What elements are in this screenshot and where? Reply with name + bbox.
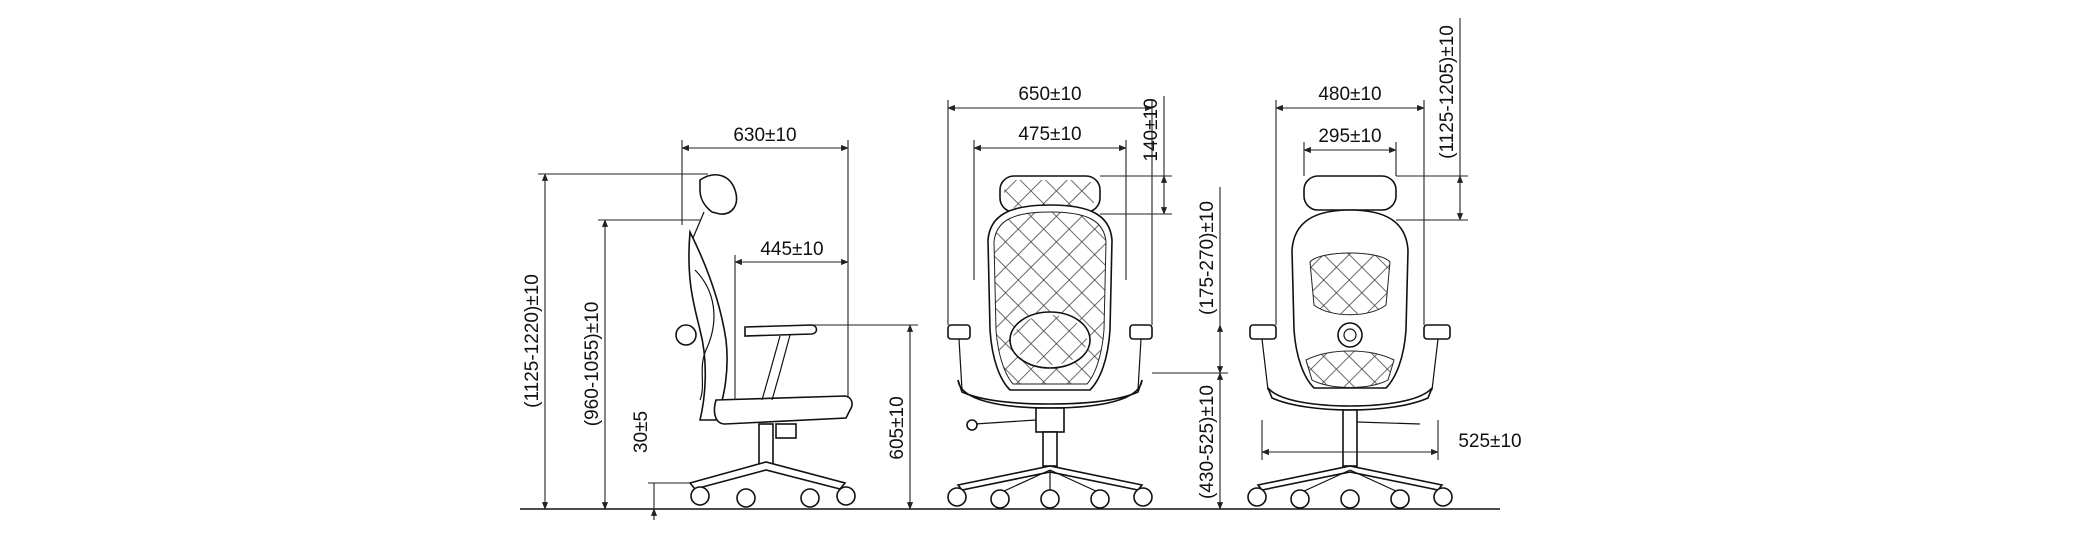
rear-armrest-right xyxy=(1423,324,1451,340)
front-armpost-right xyxy=(1137,338,1142,391)
rear-gas-lift xyxy=(1342,409,1358,467)
front-lumbar-mesh xyxy=(1013,315,1087,365)
label-overall-depth: 630±10 xyxy=(733,125,796,146)
side-tilt-knob xyxy=(775,423,797,439)
label-back-height: (960-1055)±10 xyxy=(582,302,603,427)
front-lever-knob xyxy=(966,419,978,431)
label-base-clearance: 30±5 xyxy=(631,411,652,453)
side-gas-lift xyxy=(758,423,774,465)
front-armrest-right xyxy=(1129,324,1153,340)
rear-center-knob-inner xyxy=(1343,328,1357,342)
front-lever xyxy=(974,419,1037,425)
front-armrest-left xyxy=(947,324,971,340)
label-headrest-height: 140±10 xyxy=(1141,98,1162,161)
rear-base xyxy=(1256,465,1444,491)
rear-upper-mesh xyxy=(1309,252,1391,316)
rear-base-leg-right xyxy=(1349,469,1399,493)
rear-lever xyxy=(1356,421,1421,425)
rear-view: 480±10 295±10 (1125-1205)±10 525±10 xyxy=(1247,18,1522,509)
label-rear-total-height: (1125-1205)±10 xyxy=(1437,25,1458,159)
side-lumbar-frame xyxy=(694,269,715,401)
side-backrest xyxy=(688,229,728,421)
rear-armpost-right xyxy=(1431,338,1439,391)
label-seat-height: (430-525)±10 xyxy=(1197,385,1218,499)
side-base xyxy=(688,461,847,490)
label-base-diameter: 525±10 xyxy=(1458,431,1521,452)
side-armrest-post xyxy=(761,334,791,401)
label-headrest-width: 295±10 xyxy=(1318,126,1381,147)
front-base-leg-left xyxy=(1001,469,1051,493)
side-view: 630±10 445±10 (1125-1220)±10 (960-1055)±… xyxy=(522,125,918,520)
rear-casters xyxy=(1247,487,1453,509)
label-armrest-height: 605±10 xyxy=(887,396,908,459)
rear-base-leg-left xyxy=(1301,469,1351,493)
side-headrest xyxy=(699,174,738,215)
front-mechanism xyxy=(1035,407,1065,433)
front-headrest-mesh xyxy=(1004,180,1096,208)
rear-armrest-left xyxy=(1249,324,1277,340)
side-casters xyxy=(690,486,856,508)
front-armpost-left xyxy=(958,338,963,391)
side-seat xyxy=(713,395,853,425)
front-seat xyxy=(957,379,1143,409)
rear-headrest xyxy=(1303,175,1397,211)
side-armrest-pad xyxy=(744,324,818,337)
front-gas-lift xyxy=(1042,431,1058,467)
rear-armpost-left xyxy=(1261,338,1269,391)
front-view: 650±10 475±10 140±10 (175-270)±10 (430-5… xyxy=(947,84,1228,510)
label-seat-width: 480±10 xyxy=(1318,84,1381,105)
label-seat-depth: 445±10 xyxy=(760,239,823,260)
label-back-width: 475±10 xyxy=(1018,124,1081,145)
side-knob xyxy=(675,324,697,346)
rear-seat xyxy=(1267,387,1433,411)
front-casters xyxy=(947,487,1153,509)
rear-center-knob xyxy=(1337,322,1363,348)
label-armrest-to-seat: (175-270)±10 xyxy=(1197,201,1218,315)
label-total-height: (1125-1220)±10 xyxy=(522,274,543,408)
front-base-leg-right xyxy=(1049,469,1099,493)
label-overall-width: 650±10 xyxy=(1018,84,1081,105)
rear-lower-mesh xyxy=(1305,350,1395,388)
